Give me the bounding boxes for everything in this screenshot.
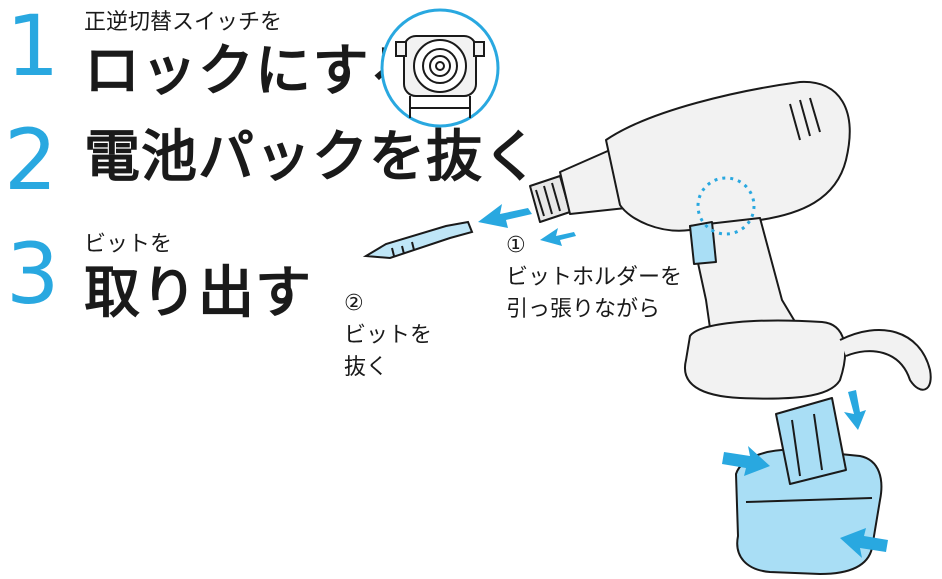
arrow-icon <box>478 204 576 246</box>
bit-callout-marker: ② <box>344 291 364 316</box>
drill-icon <box>529 80 932 400</box>
battery-pack-icon <box>735 397 883 575</box>
step-2-action: 電池パックを抜く <box>84 125 540 190</box>
bit-callout: ② ビットを 抜く <box>344 288 432 384</box>
step-1-action: ロックにする <box>84 39 427 104</box>
bit-icon <box>362 220 474 260</box>
holder-callout-line1: ビットホルダーを <box>506 264 683 290</box>
holder-callout-line2: 引っ張りながら <box>506 296 661 322</box>
bit-callout-line2: 抜く <box>344 354 389 380</box>
step-3-caption: ビットを <box>84 232 173 257</box>
switch-lock-detail-icon <box>380 8 500 128</box>
step-3-action: 取り出す <box>84 261 312 326</box>
holder-callout-marker: ① <box>506 233 526 258</box>
step-1-number: 1 <box>6 0 60 95</box>
holder-highlight <box>696 176 756 236</box>
holder-callout: ① ビットホルダーを 引っ張りながら <box>506 230 682 326</box>
bit-callout-line1: ビットを <box>344 322 433 348</box>
step-3-number: 3 <box>6 225 60 323</box>
battery-arrows <box>722 390 888 558</box>
step-2-number: 2 <box>4 111 58 209</box>
step-1-caption: 正逆切替スイッチを <box>84 10 283 35</box>
